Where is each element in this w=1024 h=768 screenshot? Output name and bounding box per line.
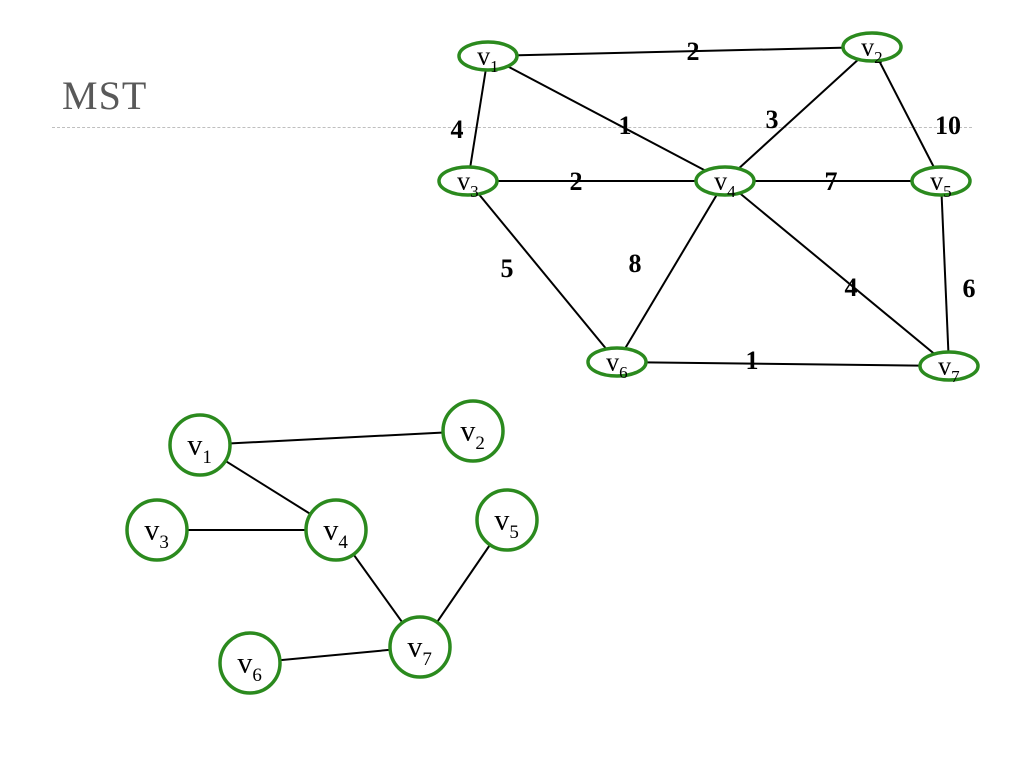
graph-node-label-v4-letter: v bbox=[714, 166, 727, 195]
graph-node-v5 bbox=[910, 165, 972, 197]
mst-node-label-v2-subscript: 2 bbox=[475, 433, 485, 454]
mst-node-label-v3-letter: v bbox=[144, 514, 159, 547]
mst-node-v4 bbox=[304, 498, 368, 562]
mst-node-label-v5-subscript: 5 bbox=[509, 522, 519, 543]
graph-node-v1 bbox=[457, 40, 519, 72]
graph-node-v3 bbox=[437, 165, 499, 197]
graph-node-label-v6-subscript: 6 bbox=[619, 363, 628, 382]
graph-node-label-v5: v5 bbox=[930, 166, 952, 201]
graph-node-label-v7-subscript: 7 bbox=[951, 367, 960, 386]
mst-node-label-v6-subscript: 6 bbox=[252, 665, 262, 686]
graph-edge-v4-v7 bbox=[724, 180, 950, 367]
mst-edge-v1-v2 bbox=[199, 430, 474, 446]
graph-node-label-v3-subscript: 3 bbox=[470, 182, 479, 201]
mst-node-label-v7: v7 bbox=[407, 631, 432, 671]
slide-title: MST bbox=[62, 73, 148, 118]
graph-edge-weight-v3-v6: 5 bbox=[501, 254, 514, 283]
graph-edge-v5-v7 bbox=[940, 180, 950, 367]
graph-edge-weight-v5-v7: 6 bbox=[963, 274, 976, 303]
mst-node-label-v7-subscript: 7 bbox=[422, 649, 432, 670]
graph-edge-weight-v3-v4: 2 bbox=[570, 167, 583, 196]
mst-node-v5 bbox=[475, 488, 539, 552]
graph-edge-v3-v6 bbox=[467, 180, 618, 363]
graph-node-label-v3-letter: v bbox=[457, 166, 470, 195]
graph-weight-labels: 2 4 1 3 10 2 5 7 8 4 6 1 bbox=[451, 37, 976, 375]
graph-edge-v6-v7 bbox=[616, 361, 950, 367]
graph-edge-weight-v1-v3: 4 bbox=[451, 115, 464, 144]
graph-edge-weight-v2-v5: 10 bbox=[935, 111, 961, 140]
graph-node-label-v2-subscript: 2 bbox=[874, 48, 883, 67]
graph-node-label-v6: v6 bbox=[606, 347, 628, 382]
mst-node-label-v6: v6 bbox=[237, 647, 262, 687]
mst-node-label-v2: v2 bbox=[460, 415, 485, 455]
graph-edge-v2-v4 bbox=[724, 46, 873, 182]
mst-node-label-v4-subscript: 4 bbox=[338, 532, 348, 553]
mst-node-label-v5-letter: v bbox=[494, 504, 509, 537]
graph-node-v6 bbox=[586, 346, 648, 378]
graph-edge-v1-v4 bbox=[487, 55, 726, 182]
graph-node-label-v6-letter: v bbox=[606, 347, 619, 376]
mst-node-label-v4: v4 bbox=[323, 514, 348, 554]
mst-node-label-v3-subscript: 3 bbox=[159, 532, 169, 553]
graph-node-label-v2-letter: v bbox=[861, 32, 874, 61]
mst-node-label-v6-letter: v bbox=[237, 647, 252, 680]
mst-node-label-v7-letter: v bbox=[407, 631, 422, 664]
graph-edge-weight-v4-v7: 4 bbox=[845, 273, 858, 302]
mst-node-label-v2-letter: v bbox=[460, 415, 475, 448]
graph-edges bbox=[467, 46, 950, 367]
graph-node-label-v1-letter: v bbox=[477, 41, 490, 70]
graph-node-v2 bbox=[841, 31, 903, 63]
graph-node-label-v5-letter: v bbox=[930, 166, 943, 195]
mst-node-v2 bbox=[441, 399, 505, 463]
graph-node-label-v7: v7 bbox=[938, 351, 960, 386]
graph-edge-v1-v2 bbox=[487, 46, 873, 57]
graph-edge-weight-v4-v6: 8 bbox=[629, 249, 642, 278]
graph-edge-weight-v4-v5: 7 bbox=[825, 167, 838, 196]
mst-node-v3 bbox=[125, 498, 189, 562]
mst-node-label-v1-subscript: 1 bbox=[202, 447, 212, 468]
mst-node-label-v3: v3 bbox=[144, 514, 169, 554]
graph-edge-weight-v6-v7: 1 bbox=[746, 346, 759, 375]
graph-node-label-v4: v4 bbox=[714, 166, 736, 201]
graph-edge-weight-v1-v2: 2 bbox=[687, 37, 700, 66]
graph-node-label-v3: v3 bbox=[457, 166, 479, 201]
graph-node-label-v5-subscript: 5 bbox=[943, 182, 952, 201]
graph-node-label-v1: v1 bbox=[477, 41, 499, 76]
graph-node-v4 bbox=[694, 165, 756, 197]
graph-edge-v1-v3 bbox=[467, 55, 489, 182]
graph-node-label-v4-subscript: 4 bbox=[727, 182, 736, 201]
mst-node-label-v4-letter: v bbox=[323, 514, 338, 547]
mst-node-label-v1: v1 bbox=[187, 429, 212, 469]
graph-edge-weight-v2-v4: 3 bbox=[766, 105, 779, 134]
title-divider bbox=[52, 127, 972, 128]
mst-node-v1 bbox=[168, 413, 232, 477]
mst-node-v6 bbox=[218, 631, 282, 695]
mst-node-label-v5: v5 bbox=[494, 504, 519, 544]
graph-node-label-v7-letter: v bbox=[938, 351, 951, 380]
graph-node-v7 bbox=[918, 350, 980, 382]
graph-edge-v2-v5 bbox=[871, 46, 942, 182]
mst-node-label-v1-letter: v bbox=[187, 429, 202, 462]
graph-node-label-v1-subscript: 1 bbox=[490, 57, 499, 76]
graph-node-label-v2: v2 bbox=[861, 32, 883, 67]
graph-edge-v4-v6 bbox=[616, 180, 726, 363]
graph-edge-weight-v1-v4: 1 bbox=[619, 111, 632, 140]
mst-node-v7 bbox=[388, 615, 452, 679]
